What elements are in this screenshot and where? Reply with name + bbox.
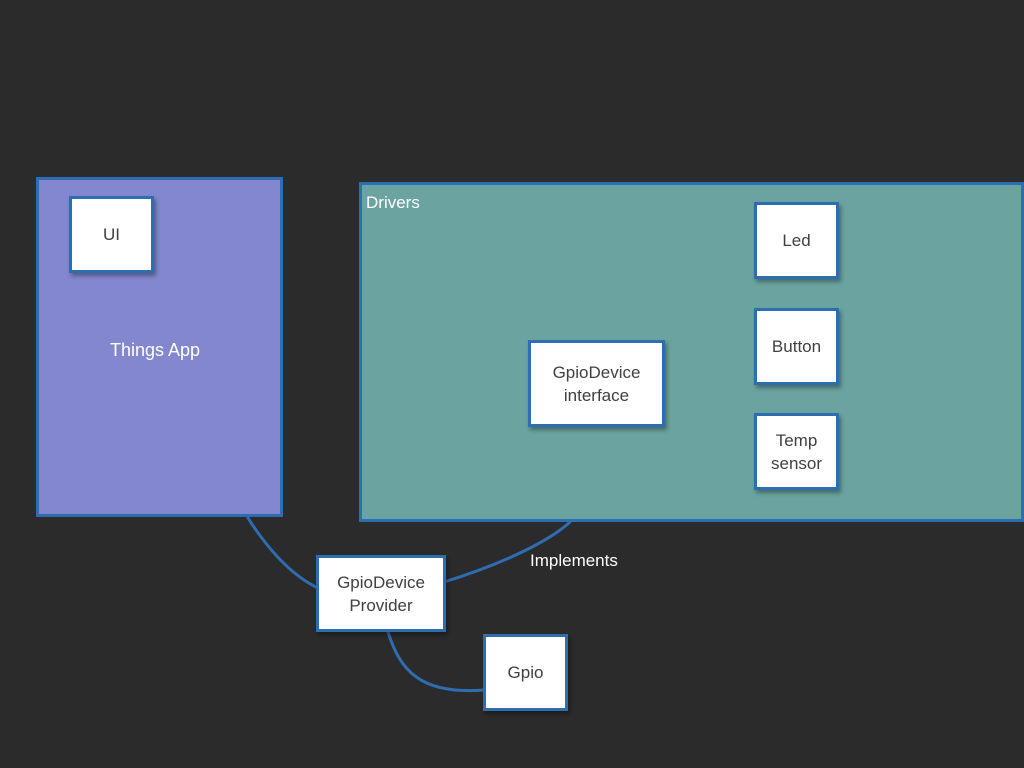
connector-app-provider (246, 516, 320, 590)
ui-box-label: UI (103, 225, 120, 244)
button-box: Button (754, 308, 839, 385)
ui-box: UI (69, 196, 154, 273)
connector-provider-gpio (386, 630, 486, 693)
gpiodevice-interface-line-2: interface (563, 385, 630, 405)
led-label: Led (782, 231, 811, 250)
led-box: Led (754, 202, 839, 279)
gpio-box: Gpio (483, 634, 568, 711)
drivers-label: Drivers (366, 193, 420, 212)
gpio-label: Gpio (507, 663, 544, 682)
things-app-label: Things App (110, 340, 201, 360)
temp-sensor-box: Temp sensor (754, 413, 839, 490)
implements-label: Implements (530, 551, 618, 570)
gpiodevice-provider-line-2: Provider (349, 595, 413, 615)
drivers-region: Drivers (359, 182, 1024, 522)
button-label: Button (771, 337, 822, 356)
temp-sensor-line-1: Temp (775, 430, 818, 450)
temp-sensor-line-2: sensor (770, 453, 823, 473)
gpiodevice-provider-box: GpioDevice Provider (316, 555, 446, 632)
gpiodevice-interface-box: GpioDevice interface (528, 340, 665, 427)
gpiodevice-interface-line-1: GpioDevice (552, 362, 641, 382)
gpiodevice-provider-line-1: GpioDevice (337, 572, 425, 592)
